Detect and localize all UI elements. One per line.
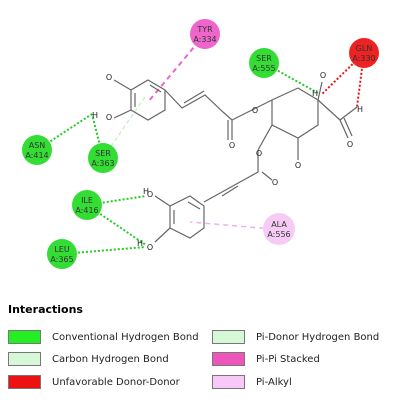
atom-h-1: H [92,111,98,120]
residue-ile: ILE A:416 [72,190,102,220]
legend-label-conventional-hbond: Conventional Hydrogen Bond [52,332,199,343]
residue-ser555: SER A:555 [249,48,279,78]
svg-text:ASN: ASN [29,141,46,150]
atom-h-4: H [143,187,149,196]
pi-alkyl-line-ala [189,221,274,230]
svg-text:A:365: A:365 [50,255,73,264]
svg-text:A:363: A:363 [91,159,114,168]
pi-donor-line-ser363 [102,96,146,159]
svg-text:A:334: A:334 [193,35,216,44]
legend-swatch-pi-alkyl [212,375,245,389]
atom-o-1: O [106,73,112,82]
legend-swatch-pi-pi-stacked [212,352,245,366]
atom-o-10: O [147,190,153,199]
atom-h-2: H [312,89,318,98]
legend-label-pi-alkyl: Pi-Alkyl [256,377,292,388]
svg-text:GLN: GLN [356,44,373,53]
legend-label-pi-pi-stacked: Pi-Pi Stacked [256,354,320,365]
svg-text:A:556: A:556 [267,230,290,239]
atom-o-11: O [147,243,153,252]
hbond-line-ser363 [91,113,104,159]
interaction-diagram: O O H O O O H O H O O O O H O H TYR A:33… [22,19,379,269]
legend-swatch-pi-donor-hbond [212,330,245,344]
svg-text:ALA: ALA [271,220,287,229]
legend-label-pi-donor-hbond: Pi-Donor Hydrogen Bond [256,332,380,343]
legend-label-carbon-hbond: Carbon Hydrogen Bond [52,354,169,365]
svg-text:A:416: A:416 [75,206,98,215]
svg-text:A:330: A:330 [352,54,375,63]
residue-asn: ASN A:414 [22,135,52,165]
pi-pi-line-tyr [147,33,206,103]
svg-text:SER: SER [256,54,272,63]
svg-text:SER: SER [95,149,111,158]
atom-o-3: O [229,141,235,150]
svg-text:TYR: TYR [196,25,213,34]
legend-label-unfavorable-donor-donor: Unfavorable Donor-Donor [52,377,180,388]
atom-o-6: O [347,140,353,149]
svg-text:A:555: A:555 [252,64,275,73]
atom-h-3: H [357,105,363,114]
residue-ala: ALA A:556 [263,213,295,245]
ligand-structure [113,79,358,243]
legend-title: Interactions [8,303,83,316]
legend-swatch-conventional-hbond [8,330,41,344]
residue-leu: LEU A:365 [47,239,77,269]
interaction-lines [36,33,365,255]
svg-text:LEU: LEU [54,245,70,254]
legend-swatch-carbon-hbond [8,352,41,366]
residue-ser363: SER A:363 [88,143,118,173]
legend-swatch-unfavorable-donor-donor [8,375,41,389]
atom-labels: O O H O O O H O H O O O O H O H [92,71,363,252]
svg-text:A:414: A:414 [25,151,48,160]
atom-h-5: H [137,239,143,248]
hbond-line-asn [36,113,93,151]
residue-gln: GLN A:330 [349,38,379,68]
atom-o-7: O [295,161,301,170]
atom-o-8: O [256,149,262,158]
residue-tyr: TYR A:334 [190,19,220,49]
atom-o-5: O [320,71,326,80]
svg-text:ILE: ILE [81,196,93,205]
atom-o-4: O [252,106,258,115]
atom-o-9: O [272,178,278,187]
atom-o-2: O [106,113,112,122]
